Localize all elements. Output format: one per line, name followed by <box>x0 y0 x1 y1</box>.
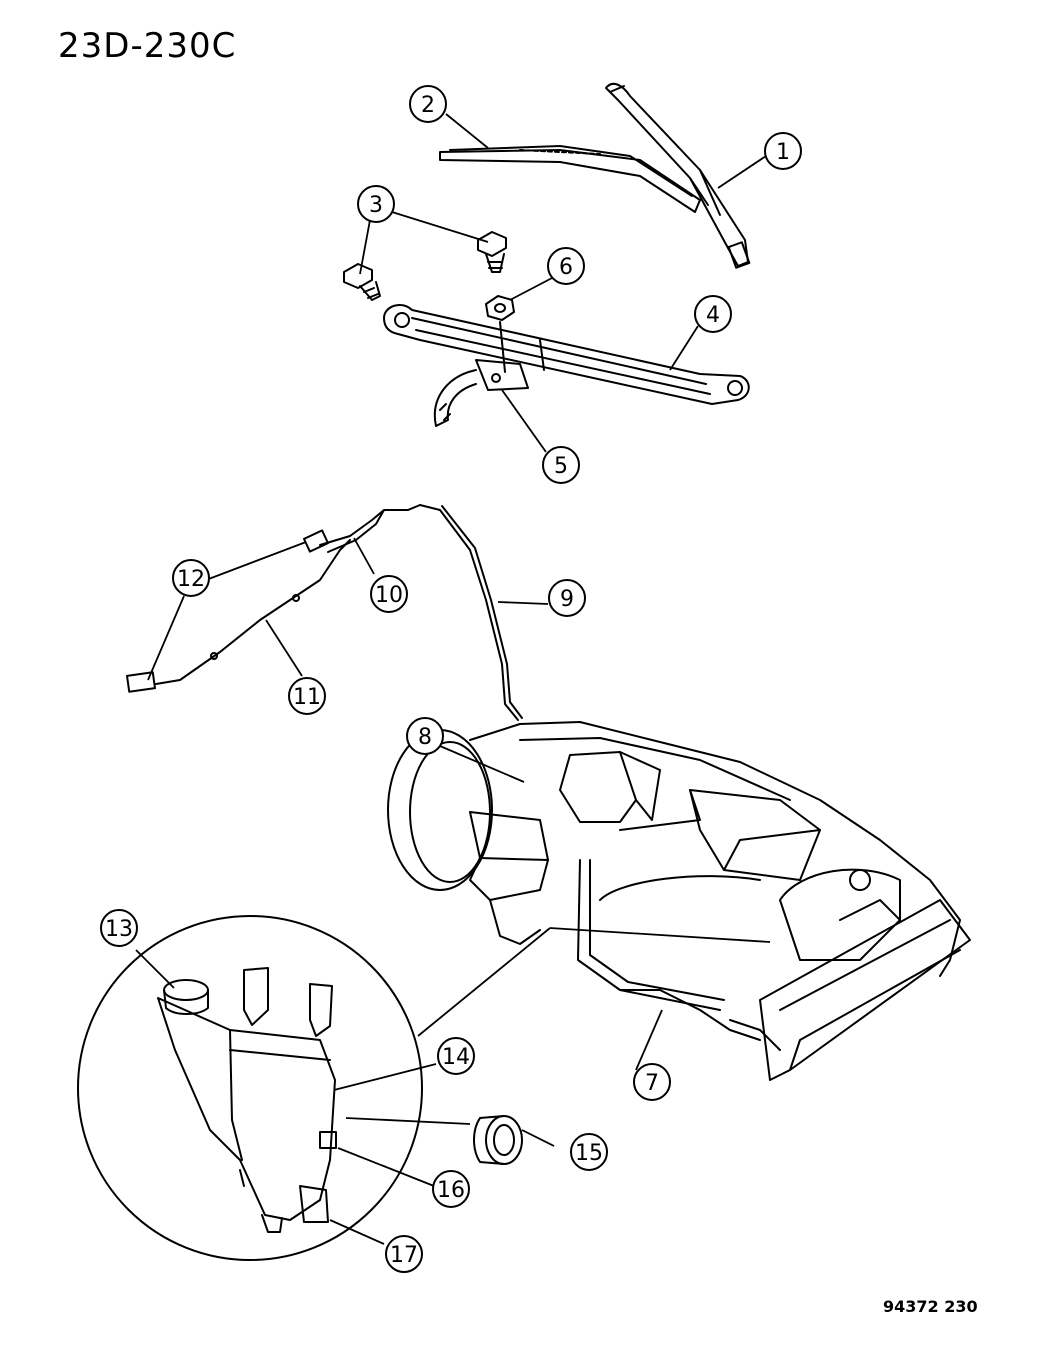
callout-number: 11 <box>293 685 321 710</box>
nut-drawing <box>485 295 515 321</box>
bolt-drawing <box>343 231 507 301</box>
leader-lines <box>135 113 771 1245</box>
callout-1: 1 <box>764 132 802 170</box>
callout-16: 16 <box>432 1170 470 1208</box>
callout-number: 15 <box>575 1141 603 1166</box>
callout-number: 8 <box>418 725 432 750</box>
callout-number: 3 <box>369 193 383 218</box>
washer-hose-assembly-drawing <box>126 504 523 721</box>
engine-bay-drawing <box>387 721 971 1081</box>
callout-number: 16 <box>437 1178 465 1203</box>
wiper-arm-drawing <box>605 82 751 269</box>
callout-number: 2 <box>421 93 435 118</box>
callout-number: 13 <box>105 917 133 942</box>
callout-2: 2 <box>409 85 447 123</box>
callout-number: 14 <box>442 1045 470 1070</box>
callout-number: 7 <box>645 1071 659 1096</box>
callout-number: 1 <box>776 140 790 165</box>
callout-10: 10 <box>370 575 408 613</box>
washer-reservoir-detail-drawing <box>77 915 423 1261</box>
callout-12: 12 <box>172 559 210 597</box>
callout-5: 5 <box>542 446 580 484</box>
callout-14: 14 <box>437 1037 475 1075</box>
callout-15: 15 <box>570 1133 608 1171</box>
callout-number: 12 <box>177 567 205 592</box>
callout-17: 17 <box>385 1235 423 1273</box>
page-title: 23D-230C <box>58 26 237 66</box>
callout-3: 3 <box>357 185 395 223</box>
grommet-drawing <box>473 1115 523 1165</box>
callout-number: 10 <box>375 583 403 608</box>
wiper-blade-drawing <box>439 145 701 213</box>
wiper-motor-bracket-drawing <box>433 359 529 427</box>
reference-code: 94372 230 <box>883 1297 978 1316</box>
callout-number: 9 <box>560 587 574 612</box>
callout-7: 7 <box>633 1063 671 1101</box>
callout-number: 5 <box>554 454 568 479</box>
callout-number: 17 <box>390 1243 418 1268</box>
callout-11: 11 <box>288 677 326 715</box>
callout-8: 8 <box>406 717 444 755</box>
callout-number: 4 <box>706 303 720 328</box>
callout-6: 6 <box>547 247 585 285</box>
callout-number: 6 <box>559 255 573 280</box>
callout-13: 13 <box>100 909 138 947</box>
wiper-linkage-drawing <box>383 303 750 405</box>
callout-4: 4 <box>694 295 732 333</box>
callout-9: 9 <box>548 579 586 617</box>
